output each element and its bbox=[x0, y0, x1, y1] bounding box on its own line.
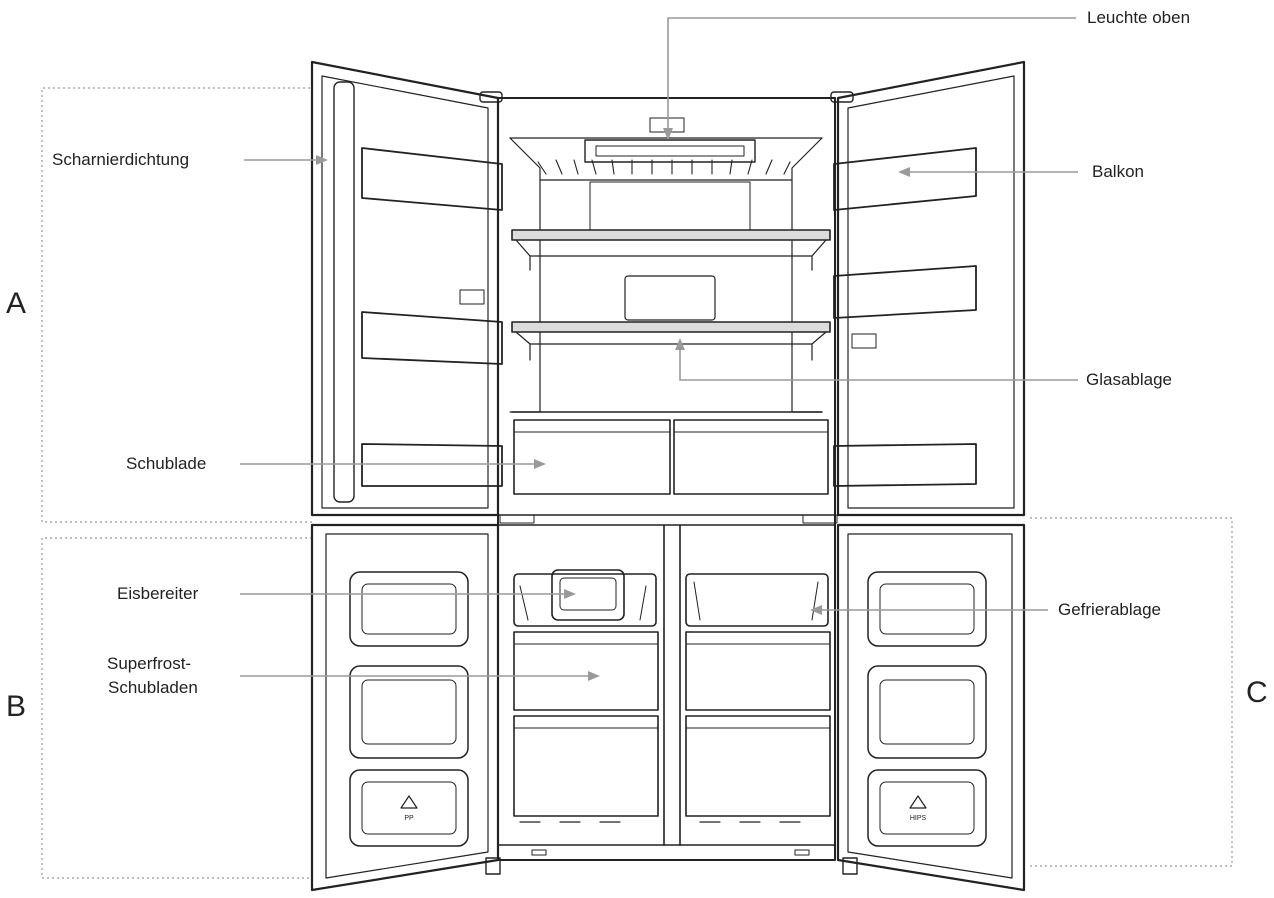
section-c-frame bbox=[1030, 517, 1233, 867]
right-door-mark: HIPS bbox=[910, 815, 927, 822]
label-leuchte-oben: Leuchte oben bbox=[1087, 8, 1191, 27]
label-glasablage: Glasablage bbox=[1086, 370, 1173, 389]
left-door-mark: PP bbox=[404, 815, 414, 822]
label-balkon: Balkon bbox=[1092, 162, 1144, 181]
glass-shelf-upper bbox=[511, 229, 831, 271]
superfrost-drawers bbox=[513, 631, 831, 823]
recycle-icon-right bbox=[909, 795, 927, 809]
arrow-leuchte-oben bbox=[663, 17, 1076, 140]
section-label-b: B bbox=[6, 690, 27, 723]
freezer-shelf bbox=[685, 573, 829, 627]
section-a-frame bbox=[41, 87, 312, 523]
ice-maker bbox=[513, 569, 657, 627]
section-label-c: C bbox=[1246, 676, 1268, 709]
crisper-drawers bbox=[511, 411, 829, 495]
arrow-glasablage bbox=[675, 338, 1078, 381]
label-schublade: Schublade bbox=[126, 454, 207, 473]
left-lower-door bbox=[310, 523, 500, 892]
display-panel bbox=[624, 275, 716, 321]
left-upper-door bbox=[310, 60, 503, 517]
right-upper-door bbox=[833, 60, 1026, 517]
right-lower-door bbox=[836, 523, 1026, 892]
glass-shelf-lower bbox=[511, 321, 831, 361]
recycle-icon-left bbox=[400, 795, 418, 809]
cabinet-body bbox=[479, 91, 858, 875]
section-b-frame bbox=[41, 537, 312, 879]
fridge-interior bbox=[509, 117, 831, 495]
label-superfrost-line2: Schubladen bbox=[108, 678, 198, 697]
freezer-interior bbox=[513, 569, 831, 823]
label-gefrierablage: Gefrierablage bbox=[1058, 600, 1162, 619]
section-label-a: A bbox=[6, 287, 27, 320]
label-scharnierdichtung: Scharnierdichtung bbox=[52, 150, 190, 169]
label-eisbereiter: Eisbereiter bbox=[117, 584, 199, 603]
label-superfrost-line1: Superfrost- bbox=[107, 654, 192, 673]
top-light bbox=[584, 139, 756, 163]
